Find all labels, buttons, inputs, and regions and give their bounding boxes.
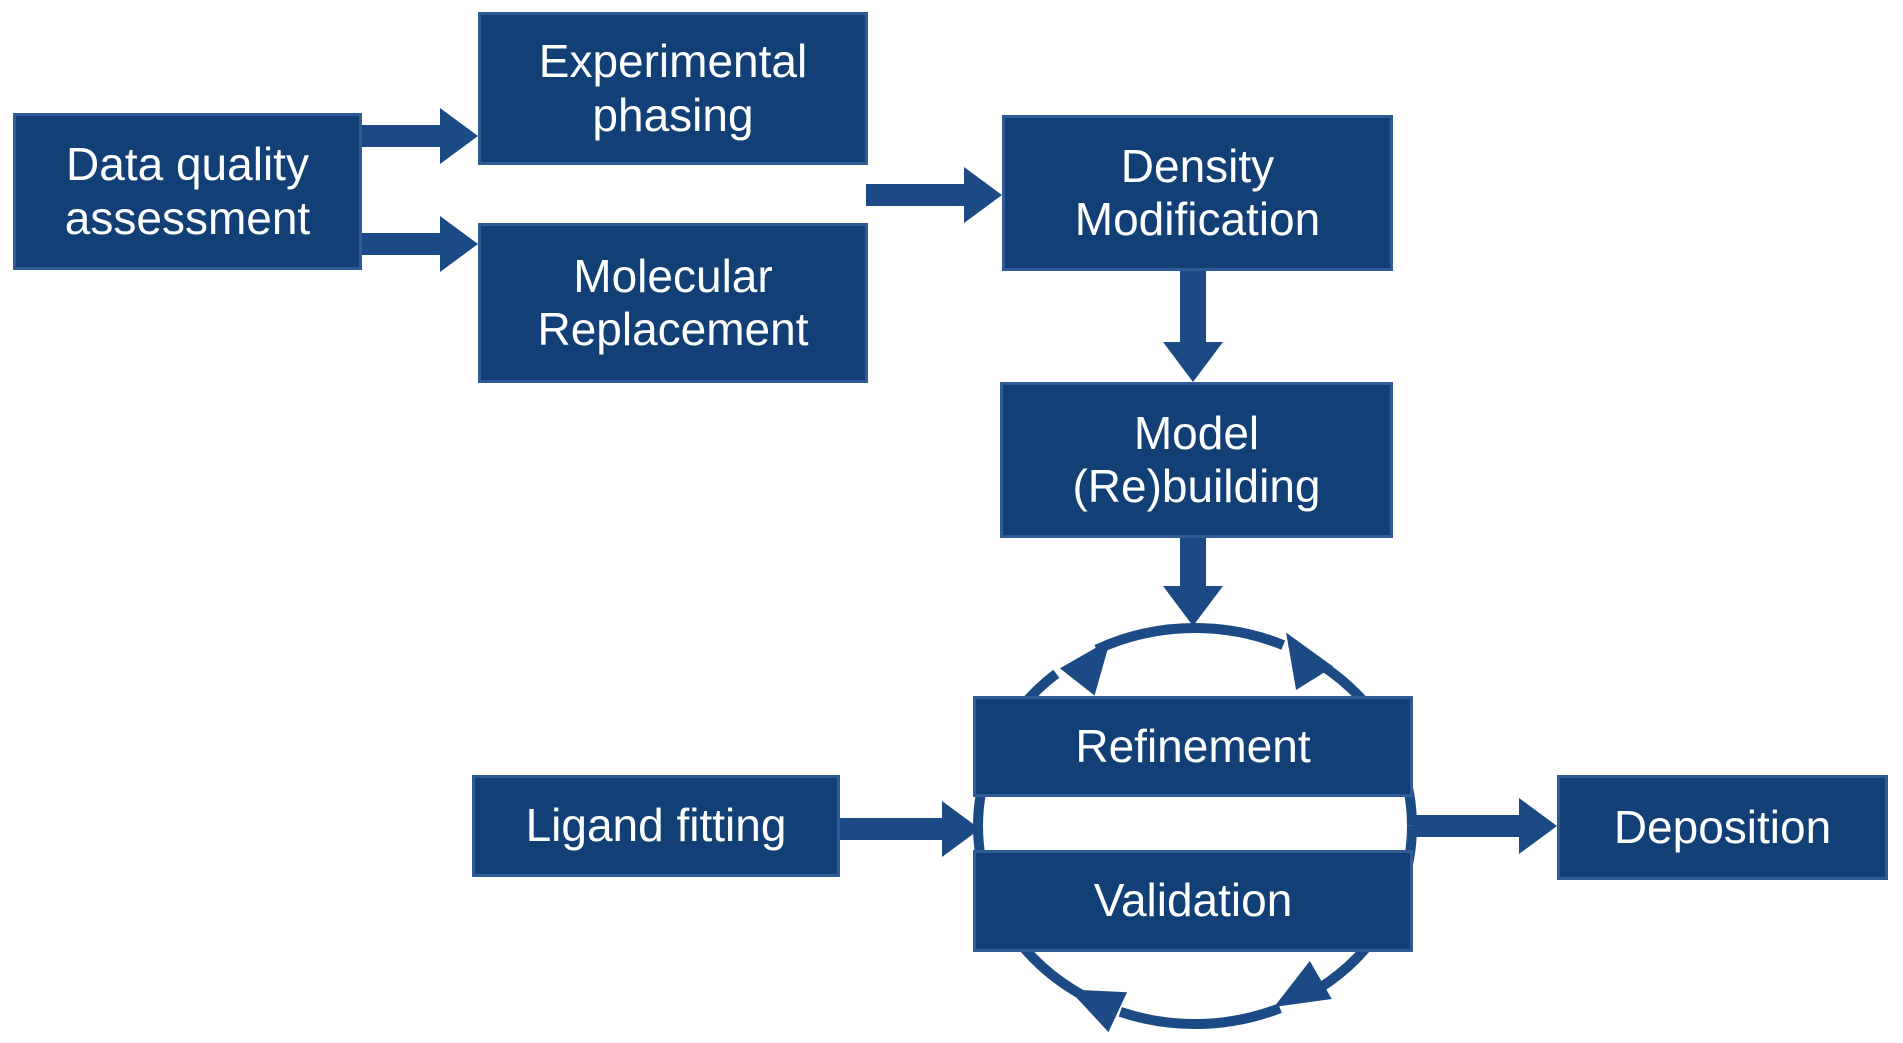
node-label-line: Ligand fitting [525, 799, 787, 852]
node-label-line: Validation [1093, 874, 1293, 927]
arrow-dqa-to-experimental-phasing [362, 108, 478, 164]
node-label-line: (Re)building [1072, 460, 1321, 512]
arrow-dqa-to-molecular-replacement [362, 216, 478, 272]
node-label-line: assessment [64, 191, 311, 244]
node-label-line: Experimental [538, 35, 808, 88]
node-label-line: Deposition [1613, 800, 1832, 853]
node-validation: Validation [973, 850, 1413, 952]
node-ligand-fitting: Ligand fitting [472, 775, 840, 877]
node-label-line: phasing [592, 88, 754, 141]
node-experimental-phasing: Experimental phasing [478, 12, 868, 165]
cycle-arrowhead-bottom-right-icon [1274, 960, 1332, 1007]
cycle-ellipse [973, 623, 1417, 1029]
arrow-cycle-to-deposition [1413, 798, 1557, 854]
arrow-density-to-model-rebuilding [1163, 271, 1223, 382]
node-density-modification: Density Modification [1002, 115, 1393, 271]
arrow-phasing-to-density-modification [866, 167, 1002, 223]
cycle-arrowhead-bottom-left-icon [1068, 989, 1128, 1033]
node-label-line: Density [1120, 139, 1275, 192]
node-label-line: Refinement [1075, 719, 1311, 772]
node-label-line: Modification [1074, 193, 1321, 245]
node-model-rebuilding: Model (Re)building [1000, 382, 1393, 538]
cycle-arrowhead-top-right-icon [1286, 632, 1334, 691]
node-label-line: Model [1133, 406, 1260, 459]
arrow-model-to-cycle [1163, 538, 1223, 626]
node-label-line: Replacement [537, 303, 809, 355]
node-label-line: Data quality [66, 138, 309, 191]
node-refinement: Refinement [973, 696, 1413, 797]
node-data-quality-assessment: Data quality assessment [13, 113, 362, 270]
node-molecular-replacement: Molecular Replacement [478, 223, 868, 383]
arrow-ligand-to-cycle [840, 801, 980, 857]
node-deposition: Deposition [1557, 775, 1888, 880]
node-label-line: Molecular [573, 249, 773, 302]
cycle-arrowhead-top-left-icon [1059, 639, 1111, 696]
